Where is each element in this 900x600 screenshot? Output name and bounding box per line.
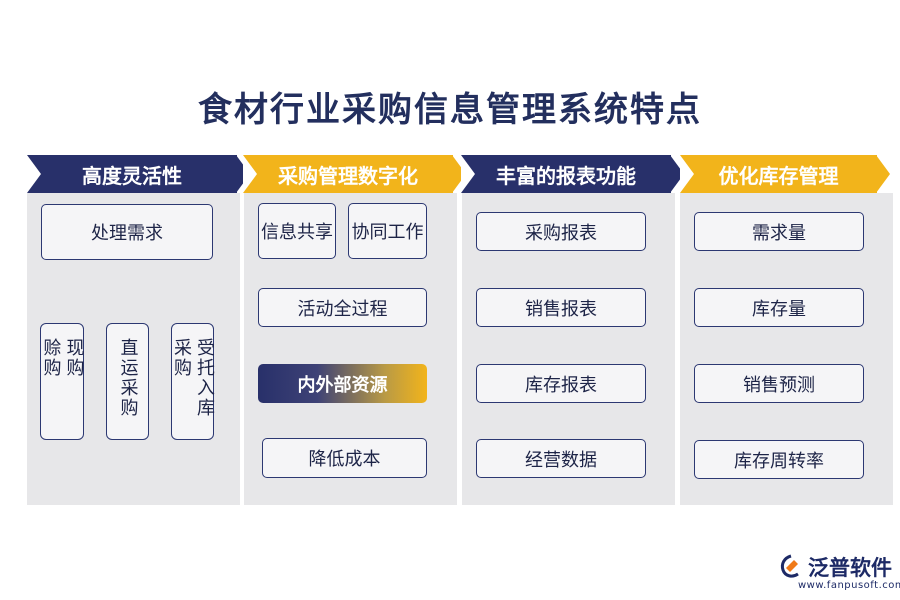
item-sales-forecast: 销售预测: [694, 364, 864, 403]
item-info-sharing: 信息共享: [258, 203, 336, 259]
item-inventory-report: 库存报表: [476, 364, 646, 403]
item-consignment-purchase: 受托入库 采购: [171, 323, 215, 440]
banner-reports: 丰富的报表功能: [461, 155, 671, 193]
item-internal-external-resources: 内外部资源: [258, 364, 427, 403]
item-whole-process: 活动全过程: [258, 288, 427, 327]
banner-inventory-label: 优化库存管理: [718, 163, 839, 188]
item-stock-quantity: 库存量: [694, 288, 864, 327]
banner-reports-label: 丰富的报表功能: [496, 163, 636, 188]
vtext-purchase: 采购: [171, 338, 192, 378]
banner-flexibility: 高度灵活性: [27, 155, 237, 193]
page-title: 食材行业采购信息管理系统特点: [198, 90, 702, 130]
banner-inventory-arrow: [876, 155, 890, 193]
logo-icon: [780, 554, 799, 578]
item-business-data: 经营数据: [476, 439, 646, 478]
logo-name: 泛普软件: [808, 556, 892, 580]
item-handle-demand: 处理需求: [41, 204, 213, 260]
brand-logo: 泛普软件: [778, 552, 892, 582]
item-turnover-rate: 库存周转率: [694, 440, 864, 479]
vtext-direct: 直运采购: [117, 338, 139, 418]
vtext-consign: 受托入库: [194, 338, 215, 418]
banner-digital: 采购管理数字化: [243, 155, 453, 193]
item-direct-purchase: 直运采购: [106, 323, 149, 440]
banner-inventory: 优化库存管理: [680, 155, 877, 193]
banner-digital-label: 采购管理数字化: [278, 163, 418, 188]
banner-digital-arrow: [452, 155, 466, 193]
logo-url: www.fanpusoft.com: [798, 580, 900, 591]
vtext-credit: 赊购: [40, 338, 62, 378]
item-reduce-cost: 降低成本: [262, 438, 427, 478]
item-sales-report: 销售报表: [476, 288, 646, 327]
banner-flexibility-label: 高度灵活性: [82, 163, 182, 188]
item-demand-quantity: 需求量: [694, 212, 864, 251]
item-cash-credit-purchase: 现购 赊购: [40, 323, 85, 440]
vtext-cash: 现购: [63, 338, 85, 378]
item-purchase-report: 采购报表: [476, 212, 646, 251]
item-collaboration: 协同工作: [348, 203, 427, 259]
banner-reports-arrow: [670, 155, 684, 193]
